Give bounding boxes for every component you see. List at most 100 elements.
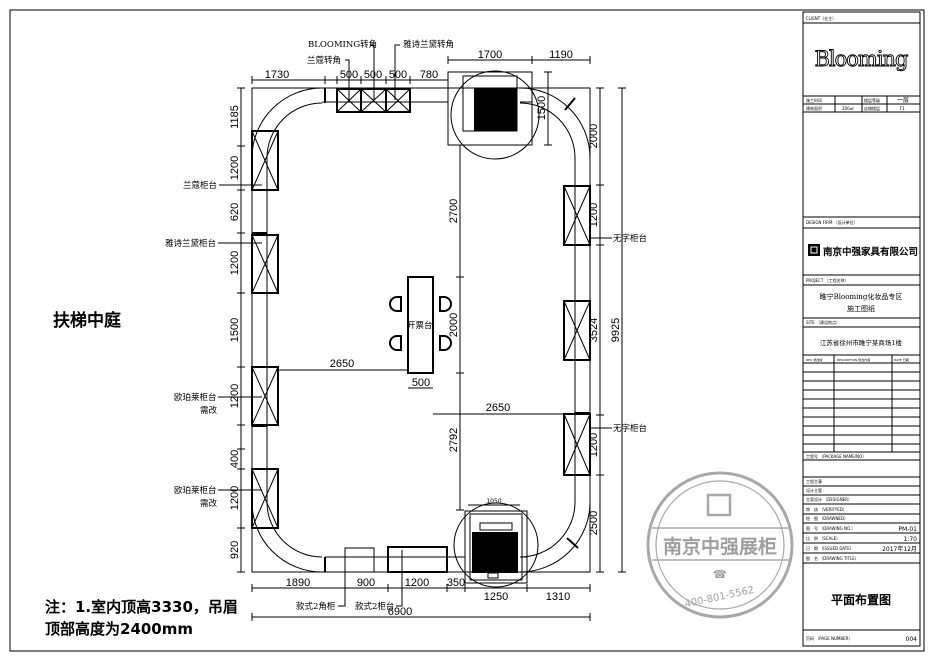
project-line-1: 睢宁Blooming化妆品专区 — [820, 292, 903, 301]
dim-left-6: 400 — [229, 450, 241, 468]
project-label: PROJECT （工程名称） — [806, 277, 849, 283]
rev-header-2: DATE 日期 — [894, 357, 909, 362]
dim-top-5: 1700 — [478, 49, 502, 61]
dim-center-6: 1050 — [486, 498, 501, 505]
dimension-texts: 1730 500 500 500 780 1700 1190 1185 1200… — [229, 49, 622, 618]
dim-top-6: 1190 — [549, 49, 573, 61]
cashier-desk: 开票台 — [389, 276, 452, 374]
dim-left-8: 920 — [229, 541, 241, 559]
row-label-6: 比 例 （SCALE） — [806, 535, 840, 541]
rev-header-0: REV. 修改版 — [806, 357, 823, 362]
stamp-phone: 400-801-5562 — [684, 585, 756, 610]
label-lancome-counter: 兰蔻柜台 — [183, 180, 217, 191]
rev-header-1: DESCRIPTION 修改内容 — [837, 357, 870, 362]
row-label-2: 主案设计 （DESIGNER） — [806, 496, 852, 502]
dim-center-0: 2700 — [448, 199, 460, 223]
design-firm-label: DESIGN FIRM （设计单位） — [806, 219, 858, 225]
dim-left-1: 1200 — [229, 156, 241, 180]
sheet-frame — [9, 9, 925, 652]
site-label: SITE （建设地点） — [806, 319, 840, 325]
dim-bottom-5: 1310 — [546, 591, 570, 603]
dim-right-2: 1200 — [588, 203, 600, 227]
counter-aupres-1 — [251, 366, 279, 426]
leader-labels: BLOOMING转角 雅诗兰黛转角 兰蔻转角 兰蔻柜台 雅诗兰黛柜台 欧珀莱柜台… — [165, 39, 647, 612]
row-label-0: 工程主事 — [806, 478, 822, 484]
note-line-2: 顶部高度为2400mm — [45, 620, 193, 638]
floor-level: 一层 — [897, 97, 909, 104]
dim-right-4: 1200 — [588, 433, 600, 457]
note-line-1: 注：1.室内顶高3330，吊眉 — [45, 598, 238, 616]
label-aupres-counter-1: 欧珀莱柜台 — [174, 392, 217, 403]
drawing-title: 平面布置图 — [831, 592, 891, 607]
area-value: 200㎡ — [842, 105, 854, 111]
label-estee-counter: 雅诗兰黛柜台 — [165, 238, 216, 249]
row-label-1: 设计主管 — [806, 487, 822, 493]
row-label-8: 图 名 （DRAWING TITLE） — [806, 555, 859, 561]
label-blooming-corner: BLOOMING转角 — [308, 39, 377, 50]
client-logo: Blooming — [814, 47, 908, 71]
style2-counter — [387, 546, 448, 573]
store-floor-label: 店铺楼层 — [864, 105, 880, 111]
project-line-2: 施工图纸 — [847, 304, 875, 313]
dim-left-0: 1185 — [229, 105, 241, 129]
cashier-label: 开票台 — [407, 320, 433, 331]
area-field-label: 建筑面积 — [806, 105, 822, 111]
dim-top-3: 500 — [389, 69, 407, 81]
dim-left-4: 1500 — [229, 318, 241, 342]
row-label-7: 日 期 （ISSUED DATE） — [806, 545, 854, 551]
store-floor: F1 — [900, 106, 905, 111]
counter-blank-2 — [563, 413, 591, 476]
construction-time-label: 施工时间 — [806, 97, 822, 103]
drawing-number: PM-01 — [898, 526, 917, 533]
escalator-bottom — [453, 502, 539, 588]
title-block: CLIENT（业主） Blooming 施工时间 楼层等级 一层 建筑面积 20… — [802, 11, 921, 647]
floor-plan: 开票台 1730 500 — [45, 39, 647, 638]
label-blank-counter-1: 无字柜台 — [613, 233, 647, 244]
label-needs-change-2: 需改 — [200, 498, 218, 509]
company-name: 南京中强家具有限公司 — [823, 246, 918, 258]
stamp-name: 南京中强展柜 — [663, 535, 777, 558]
dim-center-2: 2792 — [448, 428, 460, 452]
dim-top-2: 500 — [364, 69, 382, 81]
style2-corner-cabinet — [344, 547, 375, 573]
row-label-3: 审 核 （VERIFYED） — [806, 506, 847, 512]
dim-bottom-3: 350 — [447, 577, 465, 589]
label-style2-corner: 款式2角柜 — [296, 601, 336, 612]
company-stamp: 南京中强展柜 ☎ 400-801-5562 — [646, 471, 794, 619]
page-label: 页码 （PAGE NUMBER） — [806, 635, 852, 641]
dim-bottom-4: 1250 — [484, 591, 508, 603]
floor-level-label: 楼层等级 — [864, 97, 880, 103]
dim-right-1: 2000 — [588, 124, 600, 148]
row-label-4: 绘 图 （DRAWNED） — [806, 515, 848, 521]
label-lancome-corner: 兰蔻转角 — [307, 55, 341, 66]
counter-top-3 — [385, 88, 411, 113]
dimension-lines — [237, 56, 626, 621]
phone-icon: ☎ — [713, 568, 727, 581]
label-estee-corner: 雅诗兰黛转角 — [403, 39, 454, 50]
counter-lancome — [251, 130, 279, 191]
dim-bottom-0: 1890 — [286, 577, 310, 589]
dim-top-4: 780 — [420, 69, 438, 81]
dim-bottom-6: 6900 — [388, 606, 412, 618]
page-number: 004 — [906, 636, 918, 643]
counter-blank-1 — [563, 185, 591, 246]
area-label-escalator-atrium: 扶梯中庭 — [53, 310, 121, 331]
scale-value: 1:70 — [904, 536, 918, 543]
dim-center-5: 2650 — [486, 402, 510, 414]
dim-left-5: 1200 — [229, 384, 241, 408]
escalator-top — [447, 70, 540, 160]
label-style2-counter: 款式2柜台 — [355, 601, 394, 612]
site-value: 江苏省徐州市睢宁某商场1楼 — [820, 338, 903, 347]
dim-bottom-2: 1200 — [405, 577, 429, 589]
counter-aupres-2 — [251, 468, 279, 529]
counter-right-mid — [563, 300, 591, 361]
dim-right-6: 9925 — [610, 318, 622, 342]
dim-left-3: 1200 — [229, 251, 241, 275]
dim-left-2: 620 — [229, 203, 241, 221]
counter-estee — [251, 234, 279, 294]
dim-top-0: 1730 — [265, 69, 289, 81]
row-label-5: 图 号 （DRAWING NO.） — [806, 525, 855, 531]
dim-left-7: 1200 — [229, 486, 241, 510]
package-label: 工程号 （PACKAGE NAME/NO） — [806, 453, 866, 459]
